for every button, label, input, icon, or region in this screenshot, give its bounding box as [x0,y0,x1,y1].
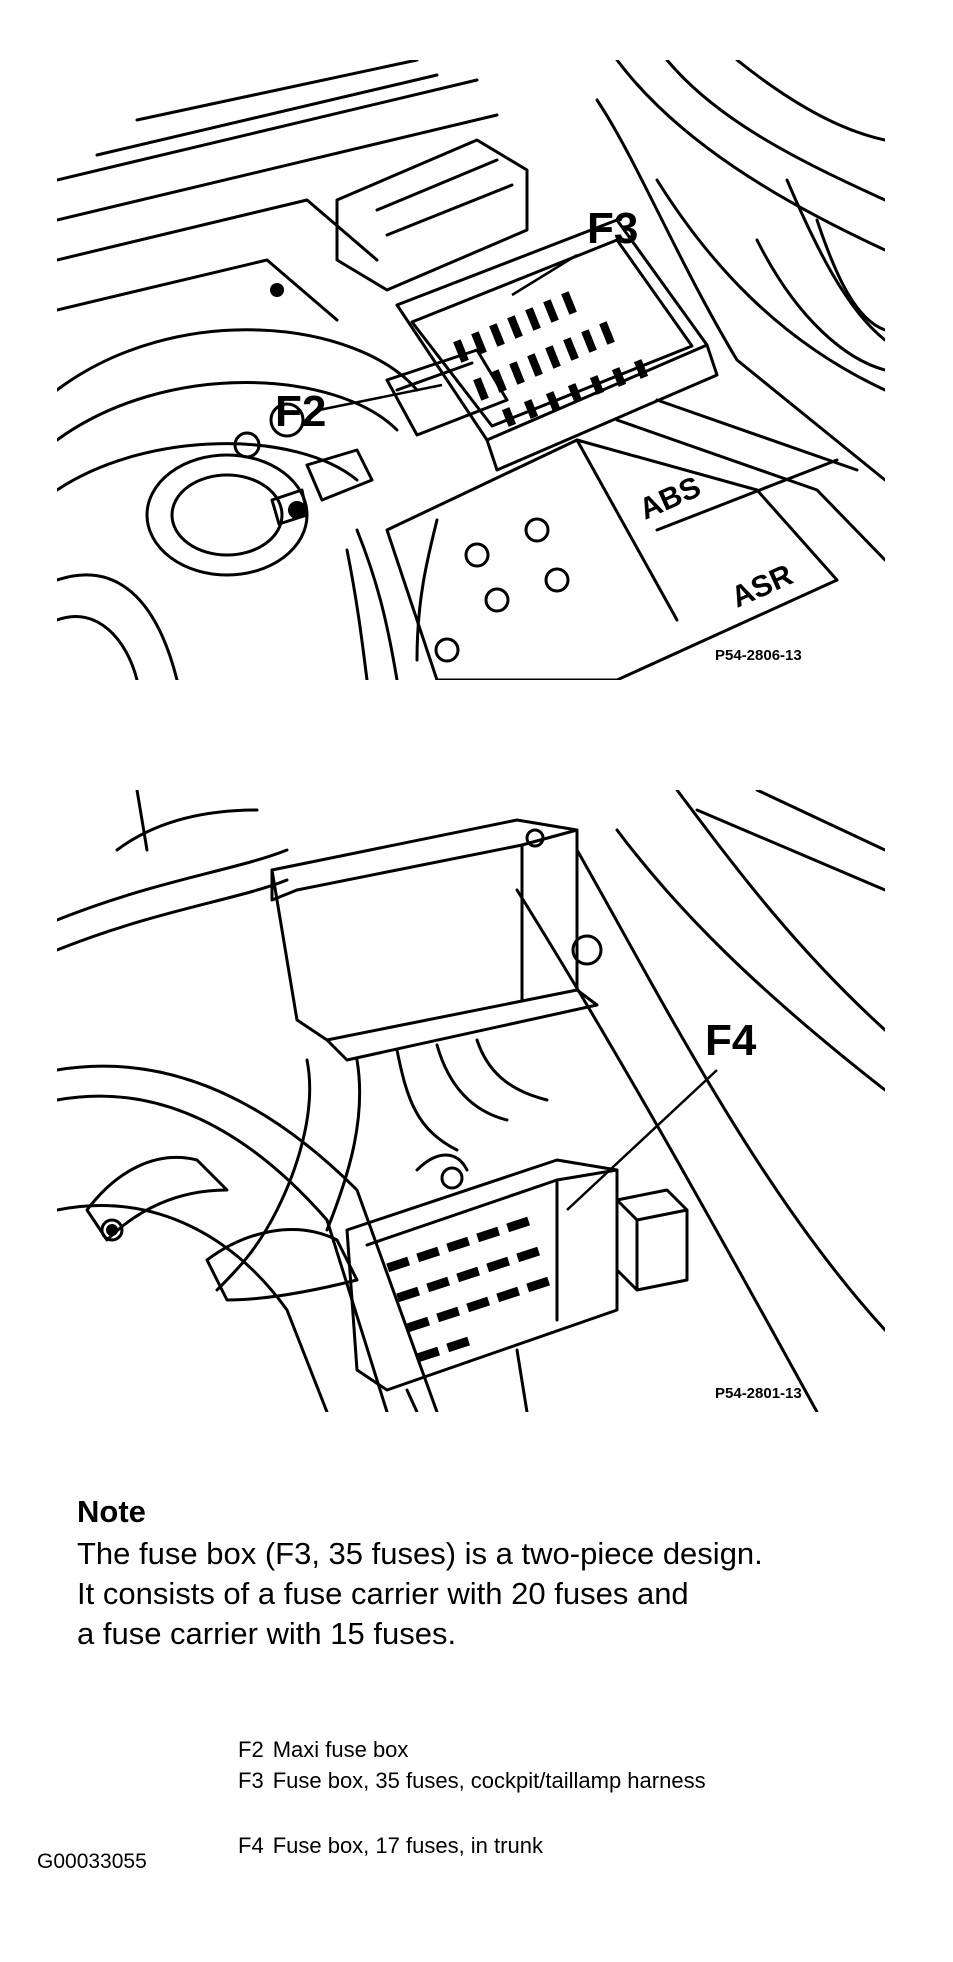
note-title: Note [77,1494,146,1529]
legend-code: F4 [238,1833,264,1858]
engine-compartment-drawing: F3 F2 ABS ASR P54-2806-13 [57,60,885,680]
trunk-illustration: F4 P54-2801-13 [57,790,885,1412]
callout-f4: F4 [705,1016,757,1065]
note-line: It consists of a fuse carrier with 20 fu… [77,1576,689,1611]
legend-text: Maxi fuse box [272,1737,409,1762]
legend-text: Fuse box, 17 fuses, in trunk [272,1833,543,1858]
note-line: a fuse carrier with 15 fuses. [77,1616,457,1651]
figure-code-top: P54-2806-13 [715,647,802,664]
legend-item-f3: F3 Fuse box, 35 fuses, cockpit/taillamp h… [238,1767,706,1795]
note-block: Note The fuse box (F3, 35 fuses) is a tw… [77,1492,937,1654]
legend-code: F3 [238,1768,264,1793]
legend-code: F2 [238,1737,264,1762]
engine-compartment-illustration: F3 F2 ABS ASR P54-2806-13 [57,60,885,680]
trunk-drawing: F4 P54-2801-13 [57,790,885,1412]
note-line: The fuse box (F3, 35 fuses) is a two-pie… [77,1536,763,1571]
callout-f2: F2 [275,387,326,436]
callout-f3: F3 [587,204,638,253]
note-body: The fuse box (F3, 35 fuses) is a two-pie… [77,1534,937,1654]
asr-label: ASR [726,558,798,614]
abs-label: ABS [634,470,705,526]
legend-item-f2: F2 Maxi fuse box [238,1736,408,1764]
legend-text: Fuse box, 35 fuses, cockpit/taillamp har… [272,1768,706,1793]
figure-code-bottom: P54-2801-13 [715,1385,802,1402]
legend-item-f4: F4 Fuse box, 17 fuses, in trunk [238,1832,543,1860]
reference-id: G00033055 [37,1850,147,1873]
